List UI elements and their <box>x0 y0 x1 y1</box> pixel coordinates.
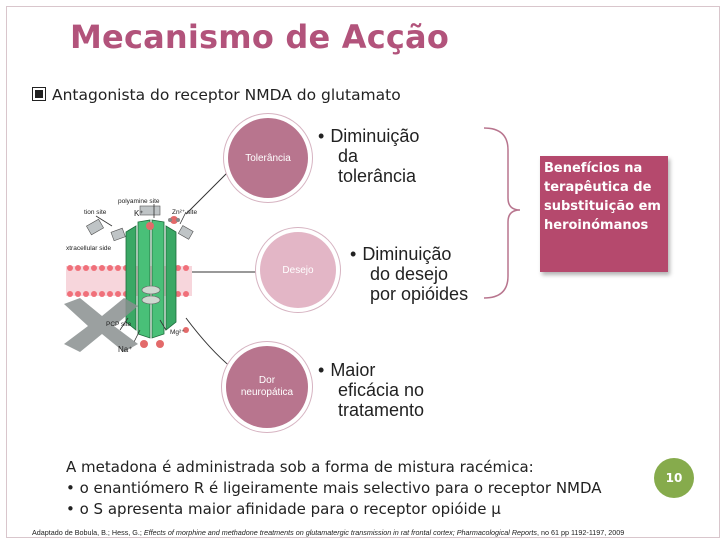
label-tion: tion site <box>84 209 107 216</box>
block-x-icon <box>64 298 138 352</box>
label-mg: Mg²⁺ <box>170 329 185 336</box>
node-desejo-label: Desejo <box>282 264 314 276</box>
node-tolerancia-label: Tolerância <box>245 152 291 164</box>
citation: Adaptado de Bobula, B.; Hess, G.; Effect… <box>32 528 625 537</box>
paragraph-line-2: • o enantiómero R é ligeiramente mais se… <box>66 479 602 497</box>
label-na: Na⁺ <box>118 345 132 354</box>
label-zn: Zn²⁺ site <box>172 209 197 216</box>
page-number-badge: 10 <box>654 458 694 498</box>
label-pcp: PCP site <box>106 321 132 328</box>
label-k: K⁺ <box>134 209 144 218</box>
node-tolerancia-text: •Diminuição da tolerância <box>318 126 420 186</box>
main-bullet: Antagonista do receptor NMDA do glutamat… <box>32 86 401 104</box>
node-dor-label-2: neuropática <box>240 387 294 398</box>
paragraph-line-3: • o S apresenta maior afinidade para o r… <box>66 500 501 518</box>
nmda-receptor-icon <box>86 204 194 348</box>
label-extracellular: xtracellular side <box>66 245 112 252</box>
label-polyamine: polyamine site <box>118 198 160 205</box>
node-dor-text: •Maior eficácia no tratamento <box>318 360 425 420</box>
node-desejo-text: •Diminuição do desejo por opióides <box>350 244 469 304</box>
connector-dor <box>185 317 233 369</box>
paragraph-line-1: A metadona é administrada sob a forma de… <box>66 458 534 476</box>
connector-tolerancia <box>185 167 233 215</box>
benefits-box: Benefícios na terapêutica de substituiçã… <box>540 156 668 272</box>
slide-frame <box>6 6 720 538</box>
checkbox-bullet-icon <box>32 87 46 101</box>
main-bullet-text: Antagonista do receptor NMDA do glutamat… <box>52 86 401 104</box>
node-desejo: Desejo <box>260 232 336 308</box>
bracket-icon <box>483 127 521 299</box>
slide-title: Mecanismo de Acção <box>70 18 450 56</box>
node-dor-label-1: Dor <box>258 375 276 386</box>
node-tolerancia: Tolerância <box>228 118 308 198</box>
